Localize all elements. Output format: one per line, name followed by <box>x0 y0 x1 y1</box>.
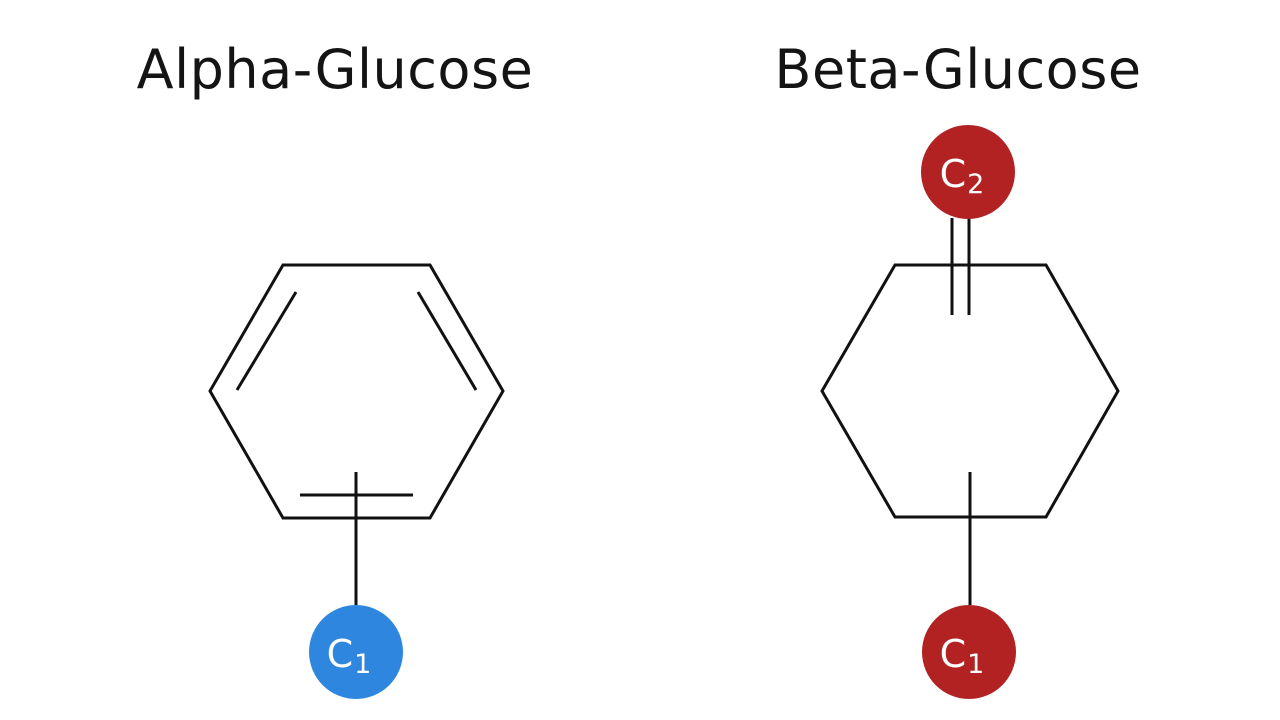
alpha-glucose-structure <box>208 263 505 605</box>
alpha-c1-circle <box>309 605 403 699</box>
beta-c2-element: C <box>940 152 967 196</box>
beta-hexagon-ring <box>820 263 1120 519</box>
svg-text:C2: C2 <box>940 152 985 200</box>
beta-glucose-structure <box>820 218 1120 605</box>
alpha-glucose-title: Alpha-Glucose <box>136 38 534 101</box>
beta-c1-subscript: 1 <box>967 649 984 680</box>
beta-atom-c1: C1 <box>922 605 1016 699</box>
alpha-c1-subscript: 1 <box>354 649 371 680</box>
alpha-double-bond-upper-left <box>235 291 298 391</box>
alpha-c1-element: C <box>327 632 354 676</box>
beta-c2-circle <box>921 125 1015 219</box>
beta-glucose-title: Beta-Glucose <box>774 38 1142 101</box>
alpha-double-bond-upper-right <box>416 291 478 391</box>
beta-c2-subscript: 2 <box>967 169 984 200</box>
beta-c1-circle <box>922 605 1016 699</box>
svg-text:C1: C1 <box>940 632 985 680</box>
beta-c1-element: C <box>940 632 967 676</box>
alpha-hexagon-ring <box>208 263 505 520</box>
alpha-atom-c1: C1 <box>309 605 403 699</box>
beta-atom-c2: C2 <box>921 125 1015 219</box>
svg-text:C1: C1 <box>327 632 372 680</box>
